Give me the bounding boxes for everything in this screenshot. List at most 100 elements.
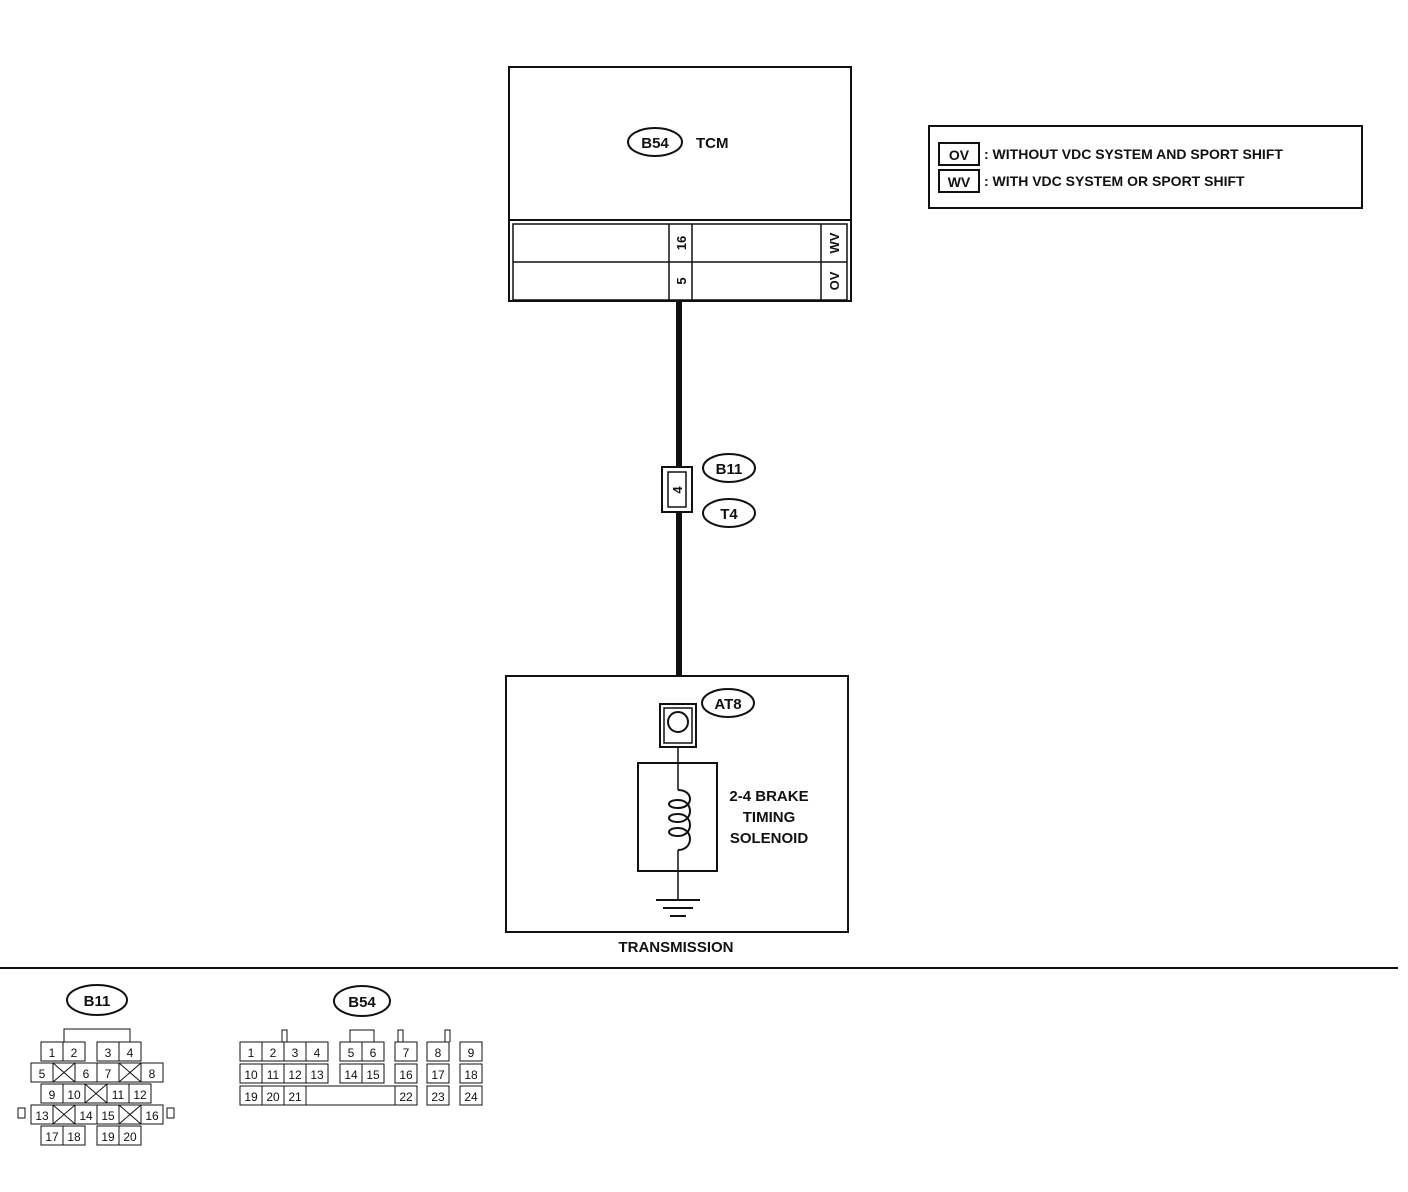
b54-pin-24: 24	[464, 1090, 478, 1104]
b54-pin-17-box	[426, 1063, 450, 1084]
b54-pin-18: 18	[464, 1068, 478, 1082]
b11-pin-19: 19	[101, 1130, 115, 1144]
b54-pin-23-box	[426, 1085, 450, 1106]
b11-pin-5: 5	[39, 1067, 46, 1081]
b54-pin-23: 23	[431, 1090, 445, 1104]
b54-pin-6: 6	[370, 1046, 377, 1060]
b11-pin-10: 10	[67, 1088, 81, 1102]
legend-wv-tag: WV	[948, 174, 971, 190]
b11-pin-6: 6	[83, 1067, 90, 1081]
tcm-module: B54 TCM 16 5 WV OV	[508, 66, 852, 302]
b54-pin-21: 21	[288, 1090, 302, 1104]
b11-pin-18: 18	[67, 1130, 81, 1144]
b11-pin-16: 16	[145, 1109, 159, 1123]
b54-pin-13: 13	[310, 1068, 324, 1082]
b54-pin-14: 14	[344, 1068, 358, 1082]
tcm-pin-ov: 5	[674, 277, 689, 284]
b11-pin-12-box	[128, 1083, 152, 1104]
transmission-connector: AT8	[714, 696, 741, 713]
b11-pin-11: 11	[112, 1088, 125, 1102]
b11-pin-18-box	[62, 1125, 86, 1146]
legend-ov-tag: OV	[949, 147, 970, 163]
b11-pin-7: 7	[105, 1067, 112, 1081]
b54-pin-15-box	[361, 1063, 385, 1084]
b54-pin-24-box	[459, 1085, 483, 1106]
b54-pin-6-box	[361, 1041, 385, 1062]
solenoid-coil-icon	[668, 789, 691, 851]
b11-pin-2-box	[62, 1041, 86, 1062]
legend-ov-text: : WITHOUT VDC SYSTEM AND SPORT SHIFT	[984, 146, 1283, 162]
blank-pin-cross	[84, 1083, 108, 1104]
b11-pin-8: 8	[149, 1067, 156, 1081]
legend-wv-text: : WITH VDC SYSTEM OR SPORT SHIFT	[984, 173, 1245, 189]
t4-badge	[702, 498, 756, 528]
b11-pin-1: 1	[49, 1046, 56, 1060]
b11-pin-4: 4	[127, 1046, 134, 1060]
transmission-module: AT8 2-4 BRAKE TIMING SOLENOID TRANSMISSI…	[505, 675, 849, 956]
tcm-connector-badge	[627, 127, 683, 157]
b54-pin-15: 15	[366, 1068, 380, 1082]
blank-pin-cross	[52, 1062, 76, 1083]
tcm-label: TCM	[696, 135, 729, 152]
b11-pin-13: 13	[35, 1109, 49, 1123]
b54-pin-8-box	[426, 1041, 450, 1062]
blank-pin-cross	[118, 1062, 142, 1083]
solenoid-label-2: TIMING	[743, 809, 796, 826]
b54-face-label: B54	[348, 994, 376, 1011]
b54-pin-9-box	[459, 1041, 483, 1062]
b54-pin-4: 4	[314, 1046, 321, 1060]
b11-pin-14: 14	[79, 1109, 93, 1123]
b11-pin-16-box	[140, 1104, 164, 1125]
b11-pin-20: 20	[123, 1130, 137, 1144]
blank-pin-cross	[118, 1104, 142, 1125]
junction-pin: 4	[670, 486, 685, 494]
latch-tab	[17, 1107, 26, 1119]
b54-pin-19: 19	[244, 1090, 258, 1104]
b54-pin-11: 11	[267, 1068, 280, 1082]
legend-box: OV : WITHOUT VDC SYSTEM AND SPORT SHIFT …	[928, 125, 1363, 209]
b54-pin-7: 7	[403, 1046, 410, 1060]
latch-tab	[166, 1107, 175, 1119]
ground-icon	[656, 899, 700, 917]
b54-pin-18-box	[459, 1063, 483, 1084]
b11-pin-2: 2	[71, 1046, 78, 1060]
b54-pin-22: 22	[399, 1090, 413, 1104]
b11-pin-4-box	[118, 1041, 142, 1062]
b11-pin-15: 15	[101, 1109, 115, 1123]
b54-pin-20: 20	[266, 1090, 280, 1104]
b54-pin-16-box	[394, 1063, 418, 1084]
b54-pin-2: 2	[270, 1046, 277, 1060]
junction-connector-top: B11	[716, 461, 743, 478]
b54-blank-region	[305, 1085, 396, 1106]
transmission-label: TRANSMISSION	[618, 939, 733, 956]
b54-pin-1: 1	[248, 1046, 255, 1060]
b54-pin-10: 10	[244, 1068, 258, 1082]
tcm-tag-ov: OV	[827, 271, 842, 290]
b54-pin-13-box	[305, 1063, 329, 1084]
b11-pin-17: 17	[45, 1130, 59, 1144]
tcm-connector-label: B54	[641, 135, 669, 152]
at8-badge	[701, 688, 755, 718]
b54-pin-9: 9	[468, 1046, 475, 1060]
b54-pin-12: 12	[288, 1068, 302, 1082]
solenoid-label-1: 2-4 BRAKE	[729, 788, 808, 805]
tcm-tag-wv: WV	[827, 232, 842, 253]
blank-pin-cross	[52, 1104, 76, 1125]
b54-pin-3: 3	[292, 1046, 299, 1060]
junction-connector-bottom: T4	[720, 506, 738, 523]
b11-face-label: B11	[84, 993, 111, 1010]
b54-pin-7-box	[394, 1041, 418, 1062]
b54-pin-8: 8	[435, 1046, 442, 1060]
solenoid-label-3: SOLENOID	[730, 830, 809, 847]
b11-pin-8-box	[140, 1062, 164, 1083]
b11-pin-20-box	[118, 1125, 142, 1146]
b11-pin-12: 12	[133, 1088, 147, 1102]
b11-pin-3: 3	[105, 1046, 112, 1060]
tcm-pin-wv: 16	[674, 236, 689, 250]
b11-pin-9: 9	[49, 1088, 56, 1102]
